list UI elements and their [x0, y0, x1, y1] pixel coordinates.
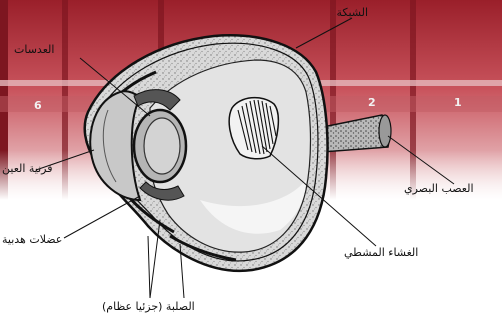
label-lenses: العدسات: [14, 43, 54, 56]
lens: [134, 110, 186, 182]
label-sclera: الصلبة (جزئيا عظام): [102, 300, 195, 313]
label-ciliary-muscles: عضلات هدبية: [2, 233, 62, 246]
label-retina: الشبكة: [336, 6, 368, 19]
label-cornea: قرنية العين: [2, 162, 53, 175]
book-number: 2: [368, 96, 376, 109]
book-number: 6: [34, 99, 42, 112]
pecten: [229, 98, 278, 159]
label-pecten: الغشاء المشطي: [344, 246, 418, 259]
label-optic-nerve: العصب البصري: [404, 182, 474, 195]
book-number: 1: [454, 96, 462, 109]
